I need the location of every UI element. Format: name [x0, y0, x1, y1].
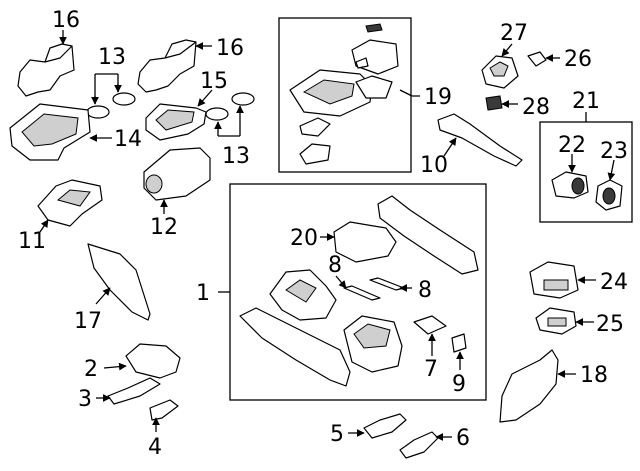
- callout-1: 1: [196, 281, 210, 306]
- part-6-bracket: [399, 431, 452, 459]
- callout-2: 2: [84, 357, 98, 382]
- part-12-storage-box: [143, 147, 211, 214]
- callout-4: 4: [148, 435, 162, 460]
- part-8-rail-b: [369, 277, 412, 292]
- callout-27: 27: [500, 21, 528, 46]
- callout-16-right: 16: [216, 36, 244, 61]
- part-27-switch: [481, 43, 519, 89]
- part-23-socket-cap: [595, 159, 623, 211]
- part-16-right-bracket: [137, 39, 212, 93]
- callout-7: 7: [424, 357, 438, 382]
- part-2-bracket: [103, 343, 181, 379]
- part-13-right-pads: [205, 92, 255, 137]
- part-9-clip: [451, 333, 467, 370]
- part-storage-bin: [343, 315, 403, 373]
- callout-25: 25: [596, 312, 624, 337]
- callout-16-left: 16: [52, 8, 80, 33]
- callout-28: 28: [522, 95, 550, 120]
- part-4-clip: [149, 399, 179, 432]
- part-19-shifter-assembly: [289, 23, 420, 165]
- callout-15: 15: [200, 69, 228, 94]
- part-5-bracket: [348, 413, 407, 439]
- callout-8b: 8: [418, 278, 432, 303]
- callout-3: 3: [78, 387, 92, 412]
- callout-18: 18: [580, 363, 608, 388]
- part-11-bracket: [37, 179, 103, 233]
- part-left-side-panel: [239, 307, 351, 387]
- callout-13-right: 13: [222, 144, 250, 169]
- callout-13-left: 13: [98, 45, 126, 70]
- part-3-strap: [96, 377, 161, 405]
- part-console-bracket: [269, 269, 337, 321]
- part-15-bin: [145, 89, 213, 141]
- callout-22: 22: [558, 133, 586, 158]
- callout-14: 14: [114, 127, 142, 152]
- part-18-side-cover: [499, 349, 576, 423]
- part-14-tray: [9, 103, 112, 161]
- callout-20: 20: [290, 226, 318, 251]
- callout-21: 21: [572, 89, 600, 114]
- callout-12: 12: [150, 215, 178, 240]
- part-24-module: [529, 261, 596, 299]
- callout-6: 6: [456, 426, 470, 451]
- part-10-trim-strip: [437, 113, 523, 167]
- part-26-plug: [527, 51, 560, 67]
- part-right-side-panel: [377, 195, 479, 275]
- callout-11: 11: [18, 229, 46, 254]
- callout-17: 17: [74, 309, 102, 334]
- callout-19: 19: [424, 85, 452, 110]
- callout-24: 24: [600, 270, 628, 295]
- part-22-socket: [551, 154, 589, 199]
- part-25-bezel: [535, 307, 594, 335]
- callout-23: 23: [600, 139, 628, 164]
- part-13-left-pads: [86, 73, 136, 119]
- part-17-side-panel: [87, 243, 151, 321]
- callout-5: 5: [330, 422, 344, 447]
- callout-26: 26: [564, 47, 592, 72]
- callout-8a: 8: [328, 253, 342, 278]
- part-20-armrest: [320, 221, 397, 263]
- callout-10: 10: [420, 153, 448, 178]
- part-28-connector: [485, 95, 518, 111]
- part-8-rail-a: [335, 275, 381, 301]
- part-16-left-bracket: [17, 30, 75, 97]
- part-7-pad: [413, 315, 447, 356]
- callout-9: 9: [452, 372, 466, 397]
